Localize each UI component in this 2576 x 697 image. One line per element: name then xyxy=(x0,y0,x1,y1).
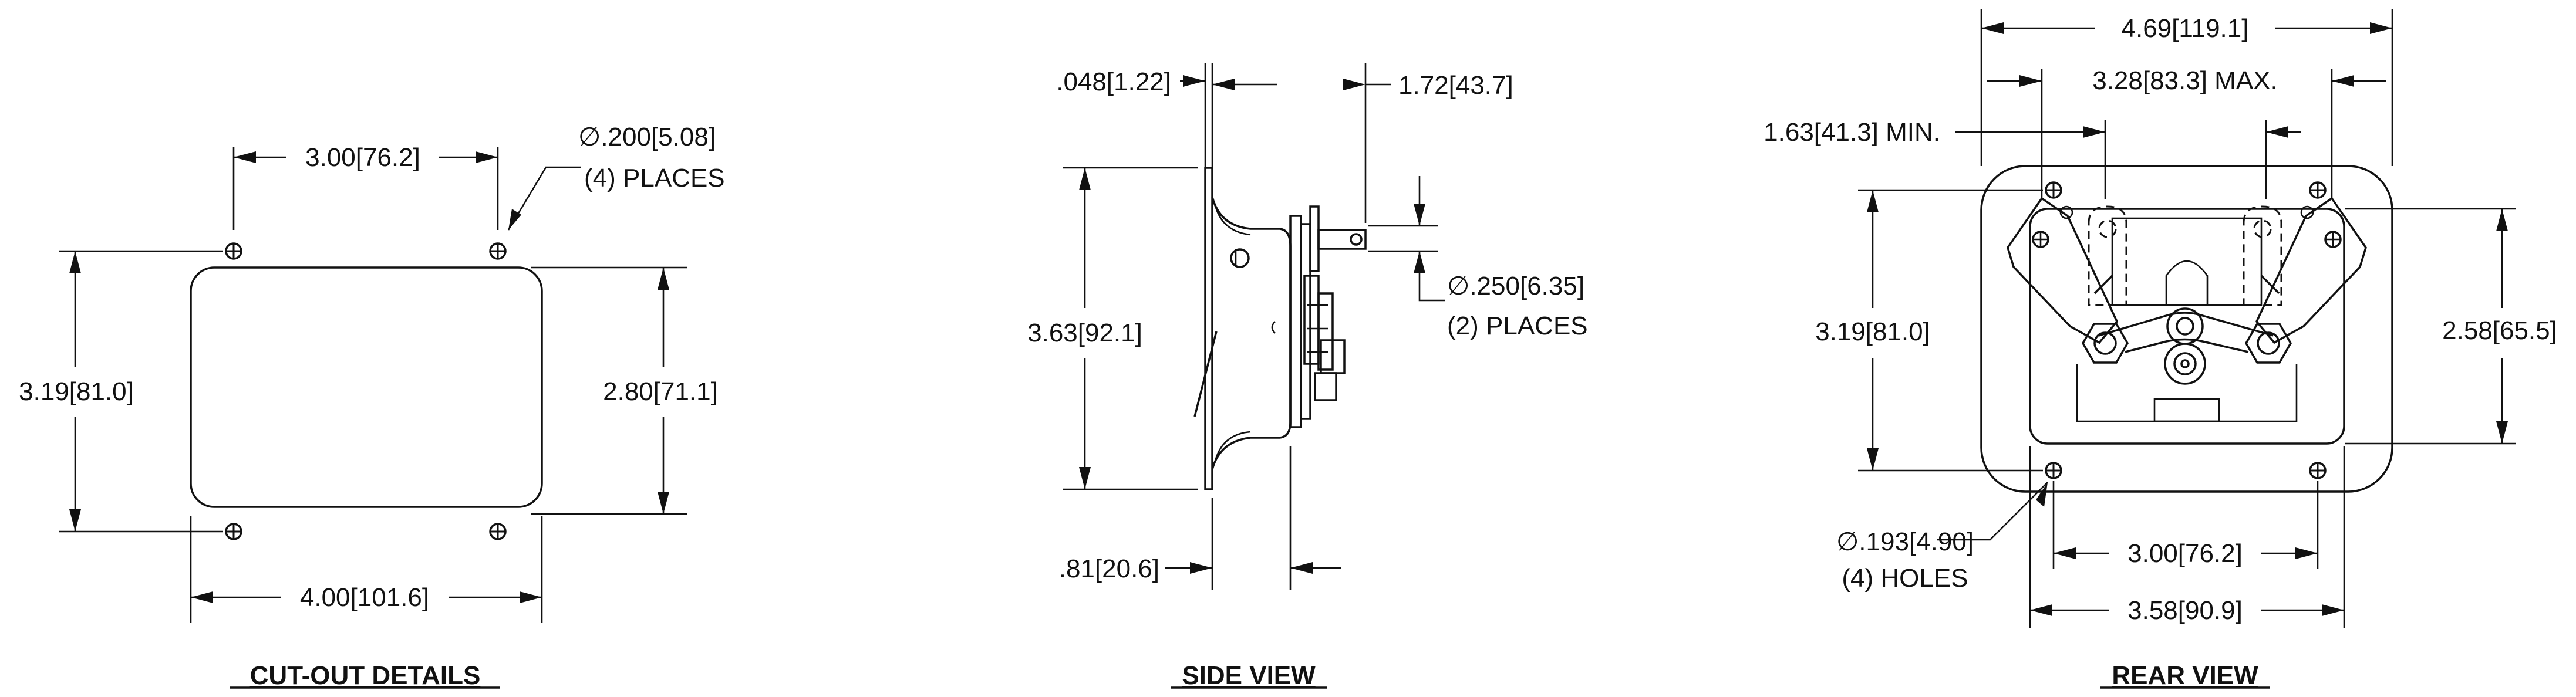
rear-view: 4.69[119.1] 3.28[83.3] MAX. 1.63[41.3] M… xyxy=(1764,9,2557,690)
rear-hole-spacing: 3.00[76.2] xyxy=(2127,539,2243,568)
rear-overall-width: 4.69[119.1] xyxy=(2122,14,2249,43)
cutout-width: 4.00[101.6] xyxy=(300,583,429,612)
rear-height-left: 3.19[81.0] xyxy=(1815,317,1930,346)
rear-lever-right xyxy=(2255,197,2367,344)
rear-hole-top-right xyxy=(2309,181,2327,199)
side-face-plate xyxy=(1204,167,1213,490)
side-pin-dia: ∅.250[6.35] xyxy=(1447,272,1584,300)
cutout-height-outer: 3.19[81.0] xyxy=(19,377,134,406)
rear-height-right: 2.58[65.5] xyxy=(2442,316,2557,345)
cutout-height-inner: 2.80[71.1] xyxy=(603,377,718,406)
cutout-hole-top-left xyxy=(225,242,242,260)
rear-hole-bottom-left xyxy=(2045,462,2062,479)
cutout-hole-dia: ∅.200[5.08] xyxy=(578,123,716,151)
cutout-title: CUT-OUT DETAILS xyxy=(250,661,481,690)
rear-min-width: 1.63[41.3] MIN. xyxy=(1764,118,1940,147)
side-depth: 1.72[43.7] xyxy=(1398,71,1513,100)
side-title: SIDE VIEW xyxy=(1182,661,1316,690)
rear-outer-flange xyxy=(1980,165,2393,493)
cutout-hole-bottom-right xyxy=(489,523,507,540)
rear-hole-count: (4) HOLES xyxy=(1842,564,1968,593)
rear-hole-dia: ∅.193[4.90] xyxy=(1836,527,1974,556)
side-pin-count: (2) PLACES xyxy=(1447,312,1588,340)
rear-pin-slot-left xyxy=(2088,205,2127,306)
rear-max-width: 3.28[83.3] MAX. xyxy=(2092,66,2278,95)
cutout-hole-bottom-left xyxy=(225,523,242,540)
cutout-view: 3.00[76.2] ∅.200[5.08] (4) PLACES 3.19[8… xyxy=(19,123,725,690)
side-flange: .81[20.6] xyxy=(1059,554,1159,583)
cutout-hole-count: (4) PLACES xyxy=(584,164,725,192)
cutout-hole-spacing: 3.00[76.2] xyxy=(305,143,420,172)
side-pin xyxy=(1317,229,1367,250)
cutout-hole-top-right xyxy=(489,242,507,260)
cutout-outline xyxy=(190,266,543,508)
side-thickness: .048[1.22] xyxy=(1056,67,1171,96)
rear-body xyxy=(2029,208,2345,445)
rear-lever-left xyxy=(2007,197,2119,344)
side-body xyxy=(1211,197,1292,470)
side-height: 3.63[92.1] xyxy=(1027,319,1142,347)
rear-hole-top-left xyxy=(2045,181,2062,199)
rear-title: REAR VIEW xyxy=(2112,661,2258,690)
rear-pin-slot-right xyxy=(2243,205,2282,306)
side-view: .048[1.22] 1.72[43.7] 3.63[92.1] ∅.250[6… xyxy=(1027,63,1588,690)
rear-inner-width: 3.58[90.9] xyxy=(2127,596,2243,625)
rear-hole-bottom-right xyxy=(2309,462,2327,479)
